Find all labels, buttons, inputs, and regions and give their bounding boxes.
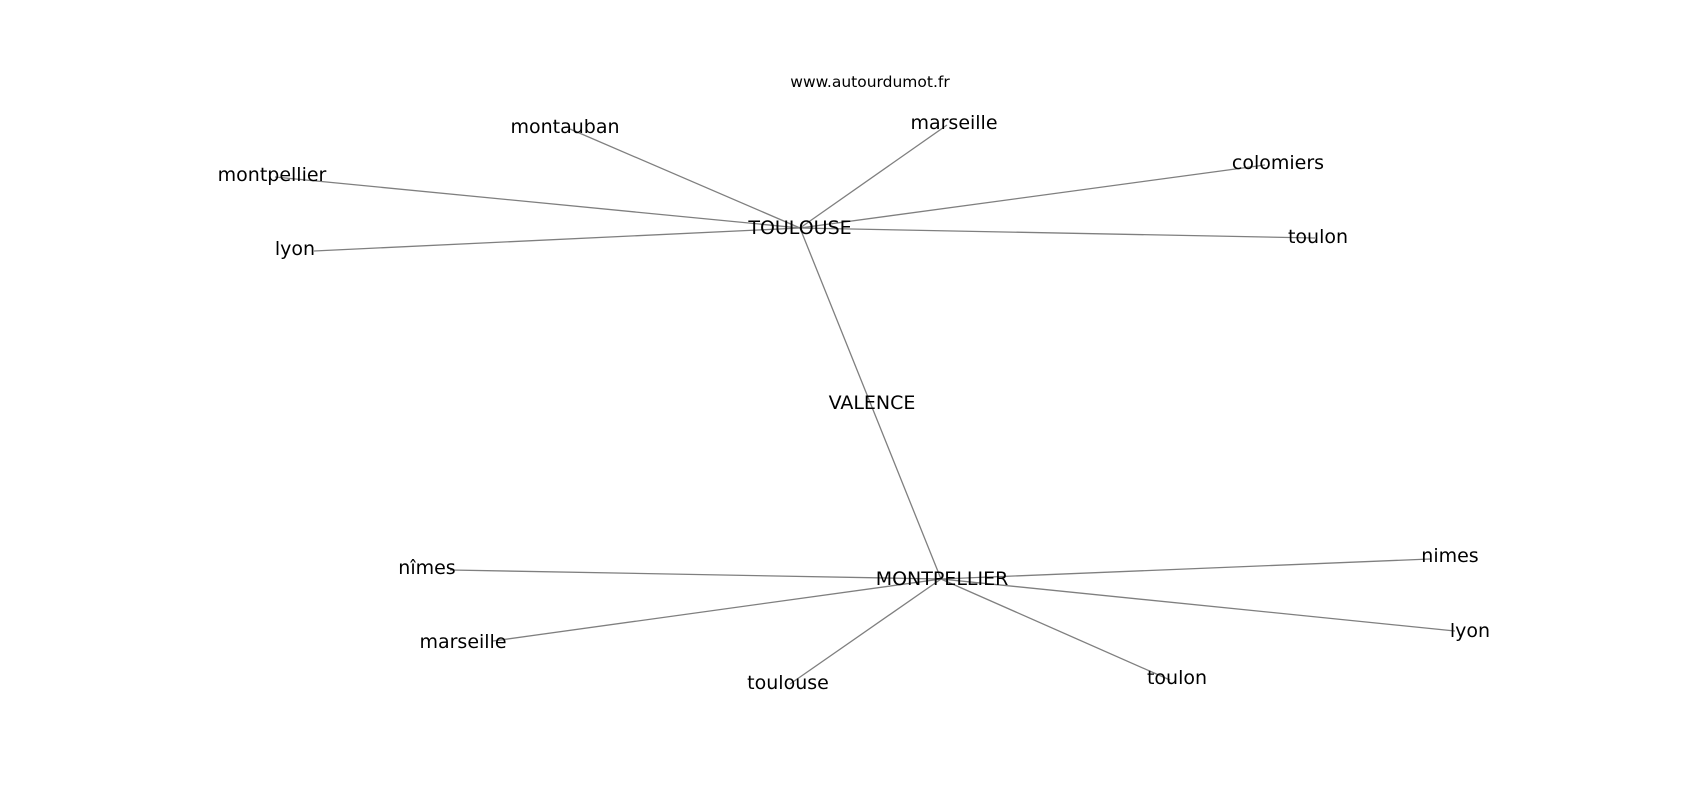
edge-montpellier_hub-m_toulouse — [789, 578, 942, 685]
node-label-m-lyon: lyon — [1450, 620, 1490, 642]
node-label-m-marseille: marseille — [419, 631, 506, 653]
edge-montpellier_hub-m_nimes — [940, 558, 1431, 580]
node-label-toulouse-hub: TOULOUSE — [747, 217, 851, 239]
node-label-t-montauban: montauban — [510, 116, 619, 138]
node-label-m-nimes: nimes — [1421, 545, 1478, 567]
edge-toulouse_hub-t_toulon — [799, 227, 1316, 239]
edge-montpellier_hub-m_lyon — [940, 578, 1456, 632]
edges-layer — [274, 124, 1456, 685]
node-label-montpellier-hub: MONTPELLIER — [876, 568, 1009, 590]
node-label-m-nimes-accent: nîmes — [398, 557, 455, 579]
edge-montpellier_hub-m_toulon — [940, 578, 1171, 681]
edge-toulouse_hub-montpellier_hub — [799, 227, 942, 580]
edge-montpellier_hub-m_marseille — [492, 578, 942, 642]
node-label-t-marseille: marseille — [910, 112, 997, 134]
edge-toulouse_hub-t_lyon — [313, 227, 801, 252]
labels-layer: VALENCE TOULOUSE MONTPELLIER montauban marse… — [218, 112, 1490, 694]
node-label-t-colomiers: colomiers — [1232, 152, 1324, 174]
edge-toulouse_hub-t_montpellier — [274, 176, 801, 229]
node-label-m-toulouse: toulouse — [747, 672, 829, 694]
node-label-t-toulon: toulon — [1288, 226, 1348, 248]
node-label-valence: VALENCE — [829, 392, 916, 414]
edge-toulouse_hub-t_colomiers — [799, 164, 1266, 229]
watermark: www.autourdumot.fr — [790, 73, 950, 91]
edge-toulouse_hub-t_marseille — [799, 124, 948, 229]
edge-montpellier_hub-m_nimes_accent — [449, 569, 942, 580]
node-label-m-toulon: toulon — [1147, 667, 1207, 689]
node-label-t-lyon: lyon — [275, 238, 315, 260]
edge-toulouse_hub-t_montauban — [569, 128, 801, 229]
node-label-t-montpellier: montpellier — [218, 164, 327, 186]
